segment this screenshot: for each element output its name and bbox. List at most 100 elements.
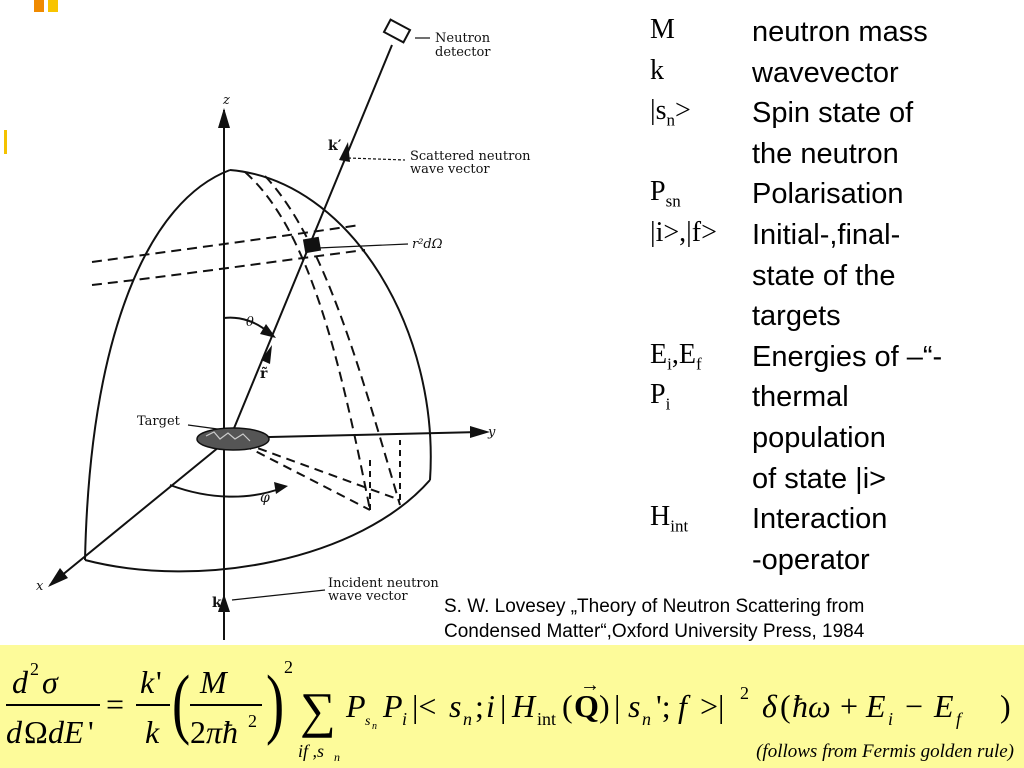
legend-row-interaction: Hint Interaction (650, 497, 1020, 538)
legend-desc: Interaction (752, 503, 888, 536)
label-neutron-detector-2: detector (435, 45, 491, 60)
svg-text:d: d (12, 664, 29, 700)
legend-desc: neutron mass (752, 16, 928, 48)
svg-text:M: M (199, 664, 229, 700)
projection-1 (229, 437, 371, 511)
legend-row-wavevector: k wavevector (650, 51, 1020, 92)
legend-row-interaction-cont: -operator (650, 538, 1020, 579)
svg-text:→: → (580, 674, 600, 696)
meridian-1 (244, 171, 371, 511)
svg-text:i: i (402, 709, 407, 729)
svg-text:(: ( (562, 688, 573, 724)
svg-text:2: 2 (740, 683, 749, 703)
phi-arc (169, 484, 283, 498)
svg-text:σ: σ (42, 664, 59, 700)
label-scattered-2: wave vector (410, 162, 490, 177)
legend-row-population: Pi thermal (650, 375, 1020, 416)
latitude-band-upper (91, 224, 361, 263)
x-axis-arrow (48, 568, 68, 587)
svg-text:=: = (106, 686, 124, 722)
dome-right-edge (229, 169, 432, 481)
svg-text:2: 2 (30, 659, 39, 679)
legend-desc: population (752, 421, 886, 454)
z-axis-arrow (218, 108, 230, 128)
y-axis-arrow (470, 426, 490, 438)
svg-text:E: E (933, 688, 954, 724)
svg-text:int: int (537, 709, 556, 729)
scattering-geometry-diagram: Neutron detector z k′ Scattered neutron … (36, 18, 531, 640)
legend-symbol: Psn (650, 176, 681, 211)
legend-desc: Initial-,final- (752, 218, 901, 251)
legend-desc: thermal (752, 381, 849, 414)
svg-text:): ) (1000, 688, 1011, 724)
svg-text:i: i (486, 688, 495, 724)
svg-text:∑: ∑ (300, 682, 336, 738)
svg-text:H: H (511, 688, 537, 724)
legend-desc: targets (752, 300, 841, 333)
svg-text:k: k (140, 664, 155, 700)
symbol-legend: M neutron mass k wavevector |sn> Spin st… (650, 10, 1020, 578)
svg-text:(: ( (172, 659, 190, 746)
label-incident-1: Incident neutron (328, 576, 439, 591)
formula-graphic: d 2 σ d Ω dE ' = k ' k ( M 2 πħ 2 ) 2 ∑ … (6, 657, 1011, 764)
volume-element (302, 236, 322, 254)
cross-section-formula: d 2 σ d Ω dE ' = k ' k ( M 2 πħ 2 ) 2 ∑ … (0, 645, 1024, 768)
legend-row-states-cont-1: state of the (650, 254, 1020, 295)
neutron-detector (382, 18, 412, 44)
logo-mark (34, 0, 64, 14)
label-incident-2: wave vector (328, 589, 408, 604)
svg-text:2: 2 (248, 711, 257, 731)
svg-text:': ' (88, 714, 94, 750)
svg-text:i: i (888, 709, 893, 729)
svg-text:−: − (905, 688, 923, 724)
svg-text:s: s (449, 688, 461, 724)
svg-text:Q: Q (574, 688, 599, 724)
svg-text:s: s (365, 714, 371, 729)
svg-text:|: | (614, 688, 620, 724)
legend-symbol: M (650, 14, 675, 45)
x-axis (49, 437, 231, 586)
svg-text:+: + (840, 688, 858, 724)
label-z-axis: z (222, 93, 230, 108)
label-theta: θ (246, 315, 254, 330)
citation: S. W. Lovesey „Theory of Neutron Scatter… (444, 594, 864, 644)
svg-text:): ) (599, 688, 610, 724)
legend-desc: state of the (752, 259, 896, 292)
legend-row-mass: M neutron mass (650, 10, 1020, 51)
legend-desc: -operator (752, 543, 870, 576)
citation-line-2: Condensed Matter“,Oxford University Pres… (444, 621, 865, 642)
svg-text:s: s (628, 688, 640, 724)
svg-text:πħ: πħ (206, 714, 238, 750)
svg-text:if ,s: if ,s (298, 741, 324, 761)
legend-row-population-cont-2: of state |i> (650, 457, 1020, 498)
label-r-vector: r̃ (260, 365, 268, 382)
svg-text:n: n (334, 750, 340, 764)
legend-desc: Polarisation (752, 178, 904, 211)
label-k: k (212, 595, 222, 611)
svg-text:': ' (156, 664, 162, 700)
legend-row-states-cont-2: targets (650, 294, 1020, 335)
svg-text:>|: >| (700, 688, 724, 724)
accent-bar (4, 130, 7, 154)
label-y-axis: y (487, 425, 496, 440)
legend-row-population-cont-1: population (650, 416, 1020, 457)
svg-text:2: 2 (284, 657, 293, 677)
legend-row-energies: Ei,Ef Energies of –“- (650, 335, 1020, 376)
label-r2domega: r²dΩ (412, 237, 443, 252)
legend-symbol: Pi (650, 379, 671, 414)
legend-symbol: k (650, 54, 664, 86)
svg-text:f: f (678, 688, 691, 724)
target (196, 427, 270, 451)
svg-text:k: k (145, 714, 160, 750)
projection-2 (229, 437, 401, 501)
label-target: Target (137, 414, 181, 429)
svg-text:): ) (266, 659, 284, 746)
svg-text:δ: δ (762, 688, 778, 724)
legend-row-spin-state-cont: the neutron (650, 132, 1020, 173)
svg-text:';: '; (656, 688, 671, 724)
citation-line-1: S. W. Lovesey „Theory of Neutron Scatter… (444, 596, 865, 617)
svg-text:(: ( (780, 688, 791, 724)
legend-desc: the neutron (752, 137, 899, 170)
label-k-prime: k′ (328, 138, 342, 154)
svg-text:|<: |< (412, 688, 436, 724)
